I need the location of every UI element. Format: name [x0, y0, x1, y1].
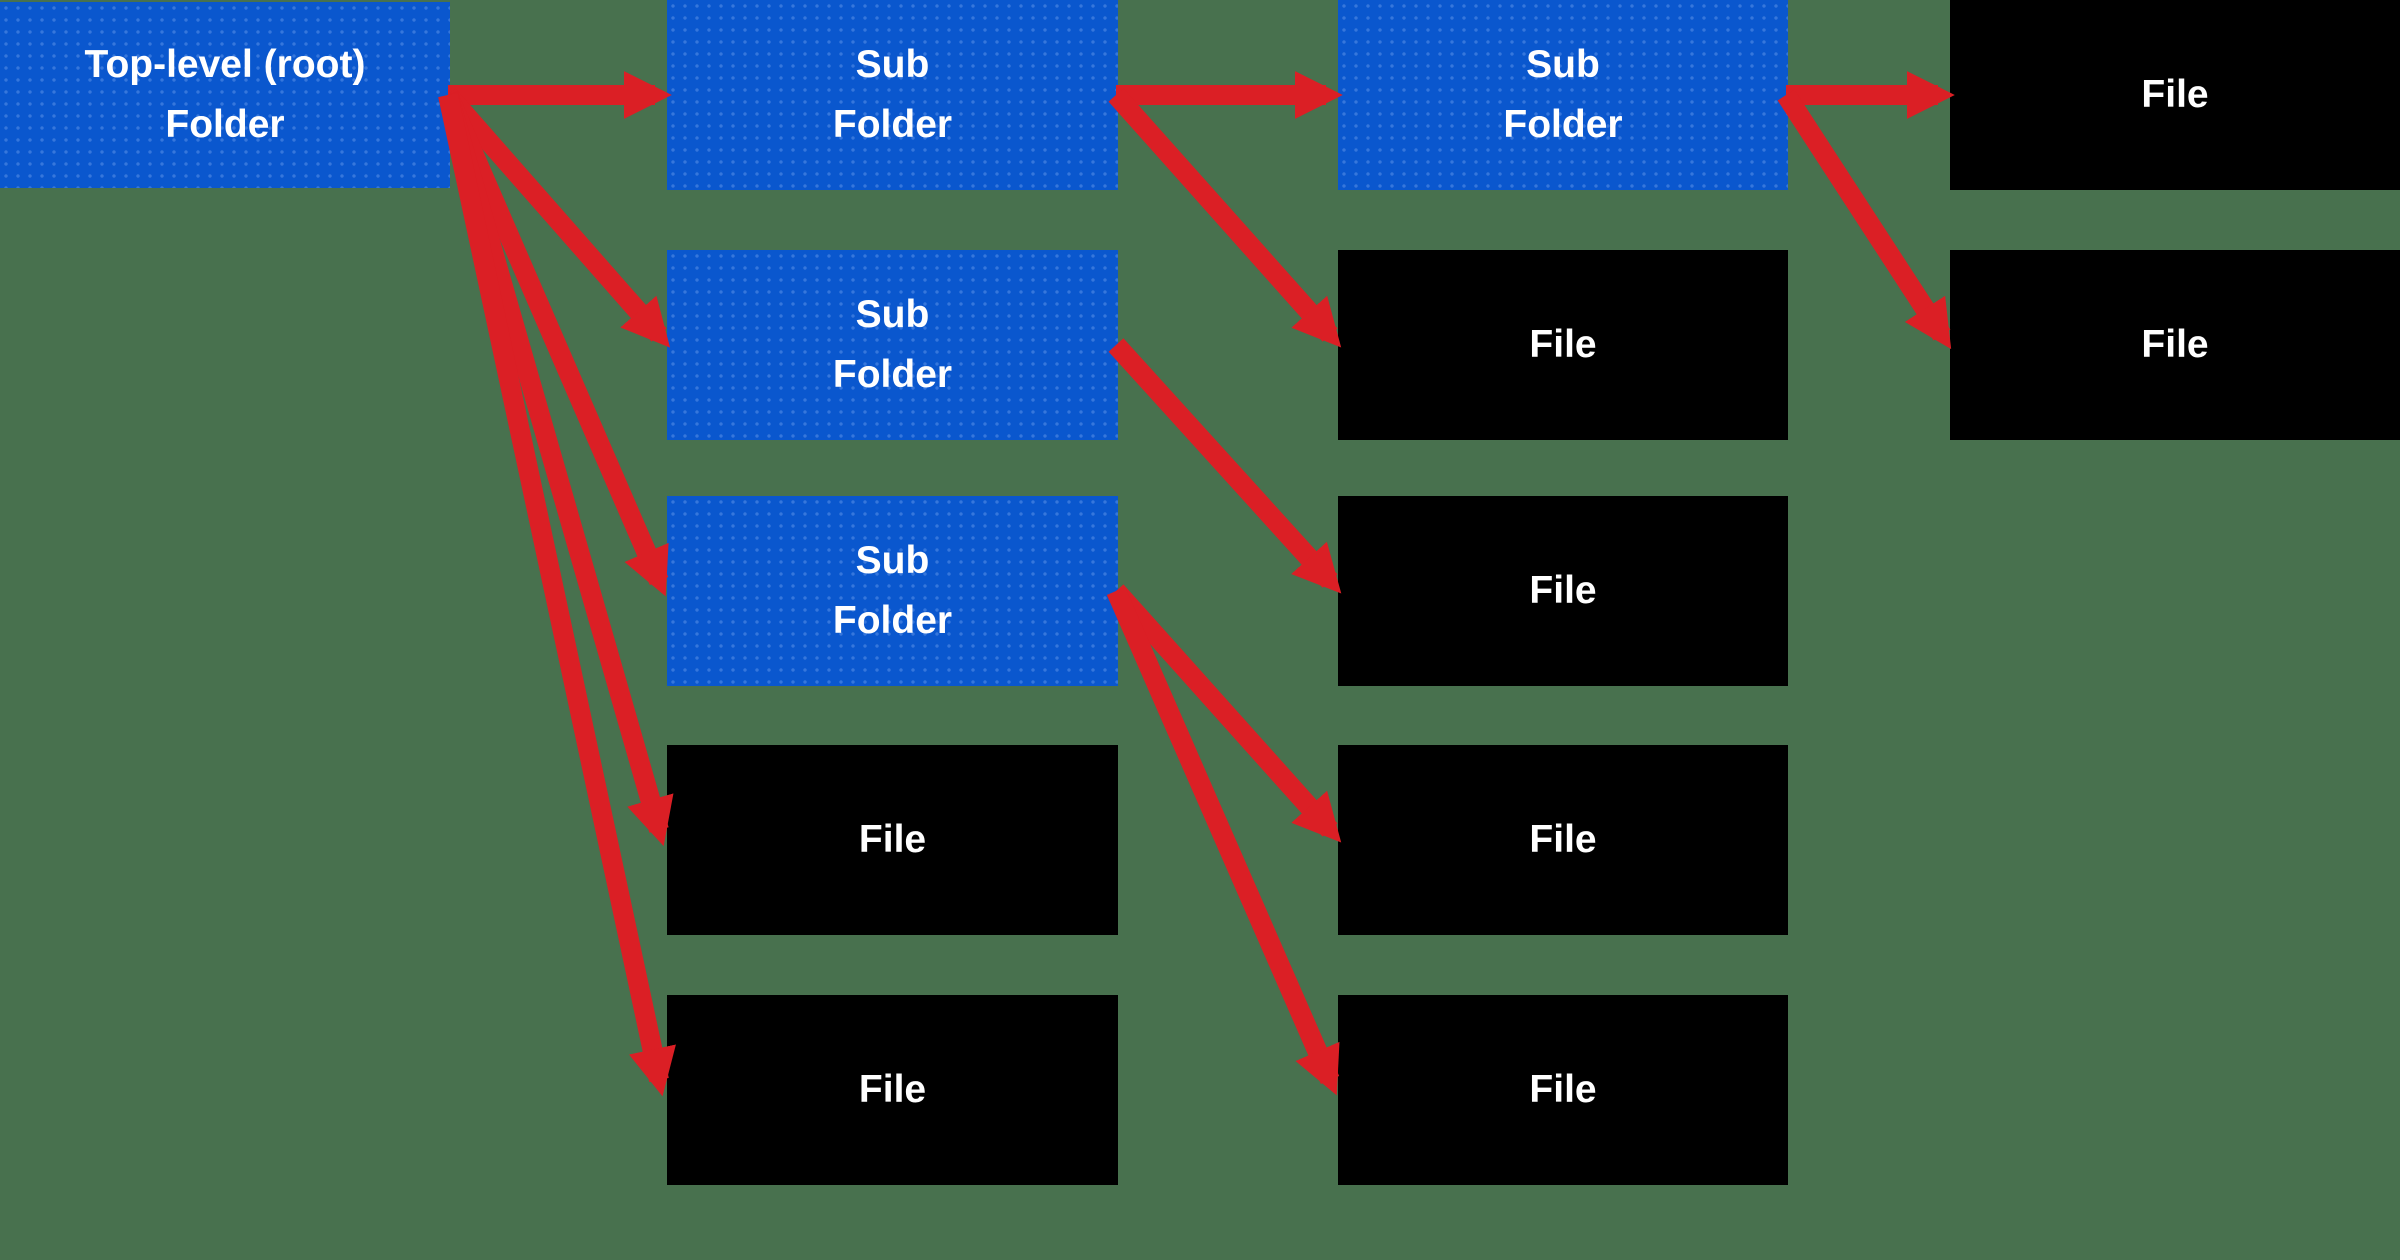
file-node-c2-r4: File — [667, 745, 1118, 935]
node-label-line: File — [2141, 73, 2209, 116]
folder-node-sub-2: Sub Folder — [667, 250, 1118, 440]
node-label-line: Folder — [832, 353, 953, 396]
node-label-line: File — [2141, 323, 2209, 366]
node-label-line: File — [858, 818, 927, 861]
node-label-line: File — [858, 1068, 927, 1111]
arrow-root-to-file24 — [438, 92, 674, 847]
file-node-c3-r5: File — [1338, 995, 1788, 1185]
arrow-root-to-sub3 — [438, 91, 669, 597]
arrow-root-to-file25 — [438, 92, 676, 1097]
node-label-line: File — [1529, 1068, 1597, 1111]
node-label-line: Folder — [1503, 103, 1623, 146]
file-node-c3-r2: File — [1338, 250, 1788, 440]
folder-node-sub-3: Sub Folder — [667, 496, 1118, 686]
arrow-sub1-to-file32 — [1108, 88, 1342, 348]
node-label-line: Folder — [832, 103, 953, 146]
node-label-line: Top-level (root) — [84, 43, 366, 86]
node-label-line: Folder — [165, 103, 285, 146]
file-node-c3-r3: File — [1338, 496, 1788, 686]
node-label-line: Folder — [832, 599, 953, 642]
folder-node-sub-4: Sub Folder — [1338, 0, 1788, 190]
arrow-sub3-to-file34 — [1108, 584, 1342, 843]
node-label-line: Sub — [1526, 43, 1600, 86]
folder-node-root: Top-level (root) Folder — [0, 2, 450, 188]
node-label-line: File — [1529, 569, 1597, 612]
file-node-c3-r4: File — [1338, 745, 1788, 935]
node-label-line: Sub — [855, 539, 930, 582]
file-node-c4-r2: File — [1950, 250, 2400, 440]
node-label-line: File — [1529, 323, 1597, 366]
folder-node-sub-1: Sub Folder — [667, 0, 1118, 190]
file-node-c2-r5: File — [667, 995, 1118, 1185]
arrow-sub4-to-file42 — [1777, 89, 1952, 350]
file-node-c4-r1: File — [1950, 0, 2400, 190]
node-label-line: Sub — [855, 293, 930, 336]
node-label-line: Sub — [855, 43, 930, 86]
arrow-root-to-sub2 — [440, 88, 671, 348]
arrow-sub3-to-file35 — [1106, 586, 1340, 1096]
node-label-line: File — [1529, 818, 1597, 861]
arrow-sub2-to-file33 — [1108, 338, 1342, 594]
